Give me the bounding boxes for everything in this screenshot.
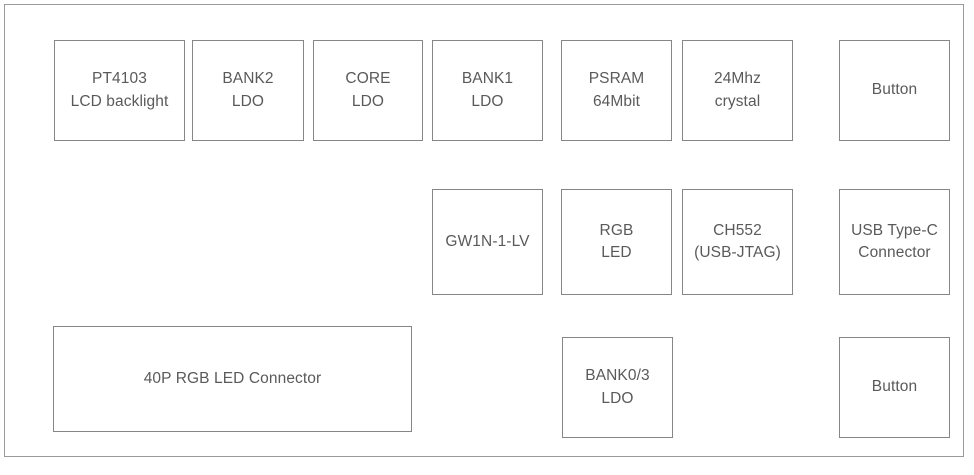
block-label-rgb-led: RGB LED [599,221,634,261]
block-label-pt4103-lcd-backlight: PT4103 LCD backlight [70,70,169,110]
block-core-ldo[interactable]: CORE LDO [313,40,423,141]
block-bank0-3-ldo[interactable]: BANK0/3 LDO [562,337,673,438]
block-label-core-ldo: CORE LDO [345,70,391,110]
block-label-24mhz-crystal: 24Mhz crystal [713,70,762,110]
block-button-top[interactable]: Button [839,40,950,141]
block-label-bank1-ldo: BANK1 LDO [461,70,514,110]
block-label-ch552-usb-jtag: CH552 (USB-JTAG) [694,221,781,261]
block-usb-type-c-connector[interactable]: USB Type-C Connector [839,189,950,295]
block-24mhz-crystal[interactable]: 24Mhz crystal [682,40,793,141]
block-label-bank0-3-ldo: BANK0/3 LDO [585,367,650,407]
block-40p-rgb-led-connector[interactable]: 40P RGB LED Connector [53,326,412,432]
block-label-40p-rgb-led-connector: 40P RGB LED Connector [143,369,322,387]
block-label-bank2-ldo: BANK2 LDO [222,70,274,110]
block-label-button-bottom: Button [871,378,918,396]
block-label-usb-type-c-connector: USB Type-C Connector [851,221,938,261]
block-label-psram-64mbit: PSRAM 64Mbit [588,70,645,110]
block-label-button-top: Button [871,81,918,99]
block-ch552-usb-jtag[interactable]: CH552 (USB-JTAG) [682,189,793,295]
block-pt4103-lcd-backlight[interactable]: PT4103 LCD backlight [54,40,185,141]
block-gw1n-1-lv[interactable]: GW1N-1-LV [432,189,543,295]
block-label-gw1n-1-lv: GW1N-1-LV [445,232,530,250]
block-psram-64mbit[interactable]: PSRAM 64Mbit [561,40,672,141]
block-button-bottom[interactable]: Button [839,337,950,438]
block-bank2-ldo[interactable]: BANK2 LDO [192,40,304,141]
block-bank1-ldo[interactable]: BANK1 LDO [432,40,543,141]
block-rgb-led[interactable]: RGB LED [561,189,672,295]
